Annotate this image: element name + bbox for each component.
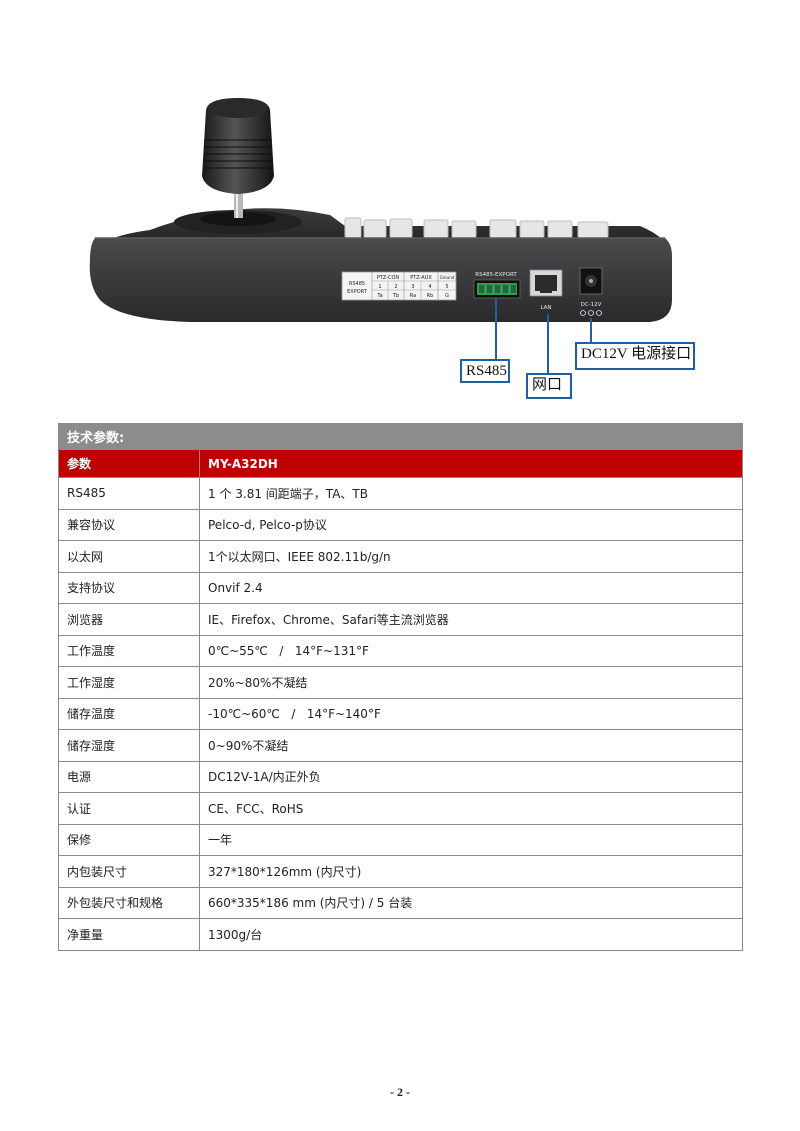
spec-param-cell: 内包装尺寸 [58,855,200,888]
dc-label: DC-12V [581,302,602,308]
spec-section-title: 技术参数: [57,423,744,450]
spec-param-cell: 兼容协议 [58,508,200,541]
spec-param-cell: 以太网 [58,540,200,573]
spec-value-cell: Pelco-d, Pelco-p协议 [198,508,744,541]
spec-param-cell: 保修 [58,823,200,856]
spec-param-cell: 工作湿度 [58,666,200,699]
panel-rs485-label: RS485 [349,281,365,287]
spec-value-cell: 1300g/台 [198,918,744,951]
panel-pin-number: 5 [445,284,448,290]
dc-polarity-icon [580,310,602,316]
spec-param-cell: 储存湿度 [58,729,200,762]
spec-param-cell: 工作温度 [58,634,200,667]
panel-pin-number: 3 [411,284,414,290]
spec-param-cell: 支持协议 [58,571,200,604]
spec-param-cell: 认证 [58,792,200,825]
panel-pin-number: 4 [428,284,431,290]
rs485-export-label: RS485-EXPORT [475,272,517,278]
panel-pin-name: G [445,293,449,299]
product-figure: RS485 EXPORT PTZ-CON PTZ-AUX Ground 1 2 … [0,0,800,410]
spec-value-cell: IE、Firefox、Chrome、Safari等主流浏览器 [198,603,744,636]
dc-power-jack [579,267,603,295]
spec-value-cell: 0℃~55℃ / 14°F~131°F [198,634,744,667]
port-label-panel: RS485 EXPORT PTZ-CON PTZ-AUX Ground 1 2 … [341,271,457,301]
key-row [344,217,609,239]
panel-ptz-aux-label: PTZ-AUX [410,275,432,281]
spec-header-param: 参数 [58,449,200,478]
spec-param-cell: 电源 [58,760,200,793]
spec-value-cell: Onvif 2.4 [198,571,744,604]
spec-value-cell: 0~90%不凝结 [198,729,744,762]
callout-dc-power: DC12V 电源接口 [575,342,695,370]
spec-value-cell: 1个以太网口、IEEE 802.11b/g/n [198,540,744,573]
page-number: - 2 - [390,1085,410,1099]
spec-value-cell: 一年 [198,823,744,856]
spec-value-cell: DC12V-1A/内正外负 [198,760,744,793]
callout-rs485: RS485 [460,359,510,383]
keyboard-controller-illustration: RS485 EXPORT PTZ-CON PTZ-AUX Ground 1 2 … [89,98,672,373]
callout-leader-lines [495,298,592,373]
rs485-terminal-block [473,279,521,299]
panel-pin-name: Ra [410,293,416,299]
spec-value-cell: 20%~80%不凝结 [198,666,744,699]
spec-param-cell: 储存温度 [58,697,200,730]
spec-param-cell: RS485 [58,477,200,510]
lan-port [529,269,563,297]
panel-pin-number: 2 [394,284,397,290]
callout-lan: 网口 [526,373,572,399]
lan-label: LAN [540,305,551,311]
joystick-knob [202,98,274,194]
panel-pin-name: Rb [427,293,434,299]
spec-value-cell: CE、FCC、RoHS [198,792,744,825]
panel-pin-number: 1 [378,284,381,290]
panel-export-label: EXPORT [347,289,368,295]
spec-value-cell: 327*180*126mm (内尺寸) [198,855,744,888]
spec-value-cell: -10℃~60℃ / 14°F~140°F [198,697,744,730]
spec-header-model: MY-A32DH [198,449,744,478]
panel-pin-name: Ta [376,293,382,299]
spec-param-cell: 浏览器 [58,603,200,636]
panel-ground-label: Ground [440,275,455,280]
table-row: 保修一年 [58,823,744,856]
spec-header-row: 参数 MY-A32DH [58,449,744,478]
panel-ptz-con-label: PTZ-CON [377,275,400,281]
spec-param-cell: 外包装尺寸和规格 [58,886,200,919]
spec-section-row: 技术参数: [57,423,744,450]
spec-value-cell: 1 个 3.81 间距端子，TA、TB [198,477,744,510]
joystick-shaft [234,178,243,218]
spec-value-cell: 660*335*186 mm (内尺寸) / 5 台装 [198,886,744,919]
table-row: 储存温度-10℃~60℃ / 14°F~140°F [58,697,744,730]
spec-param-cell: 净重量 [58,918,200,951]
panel-pin-name: Tb [392,293,399,299]
